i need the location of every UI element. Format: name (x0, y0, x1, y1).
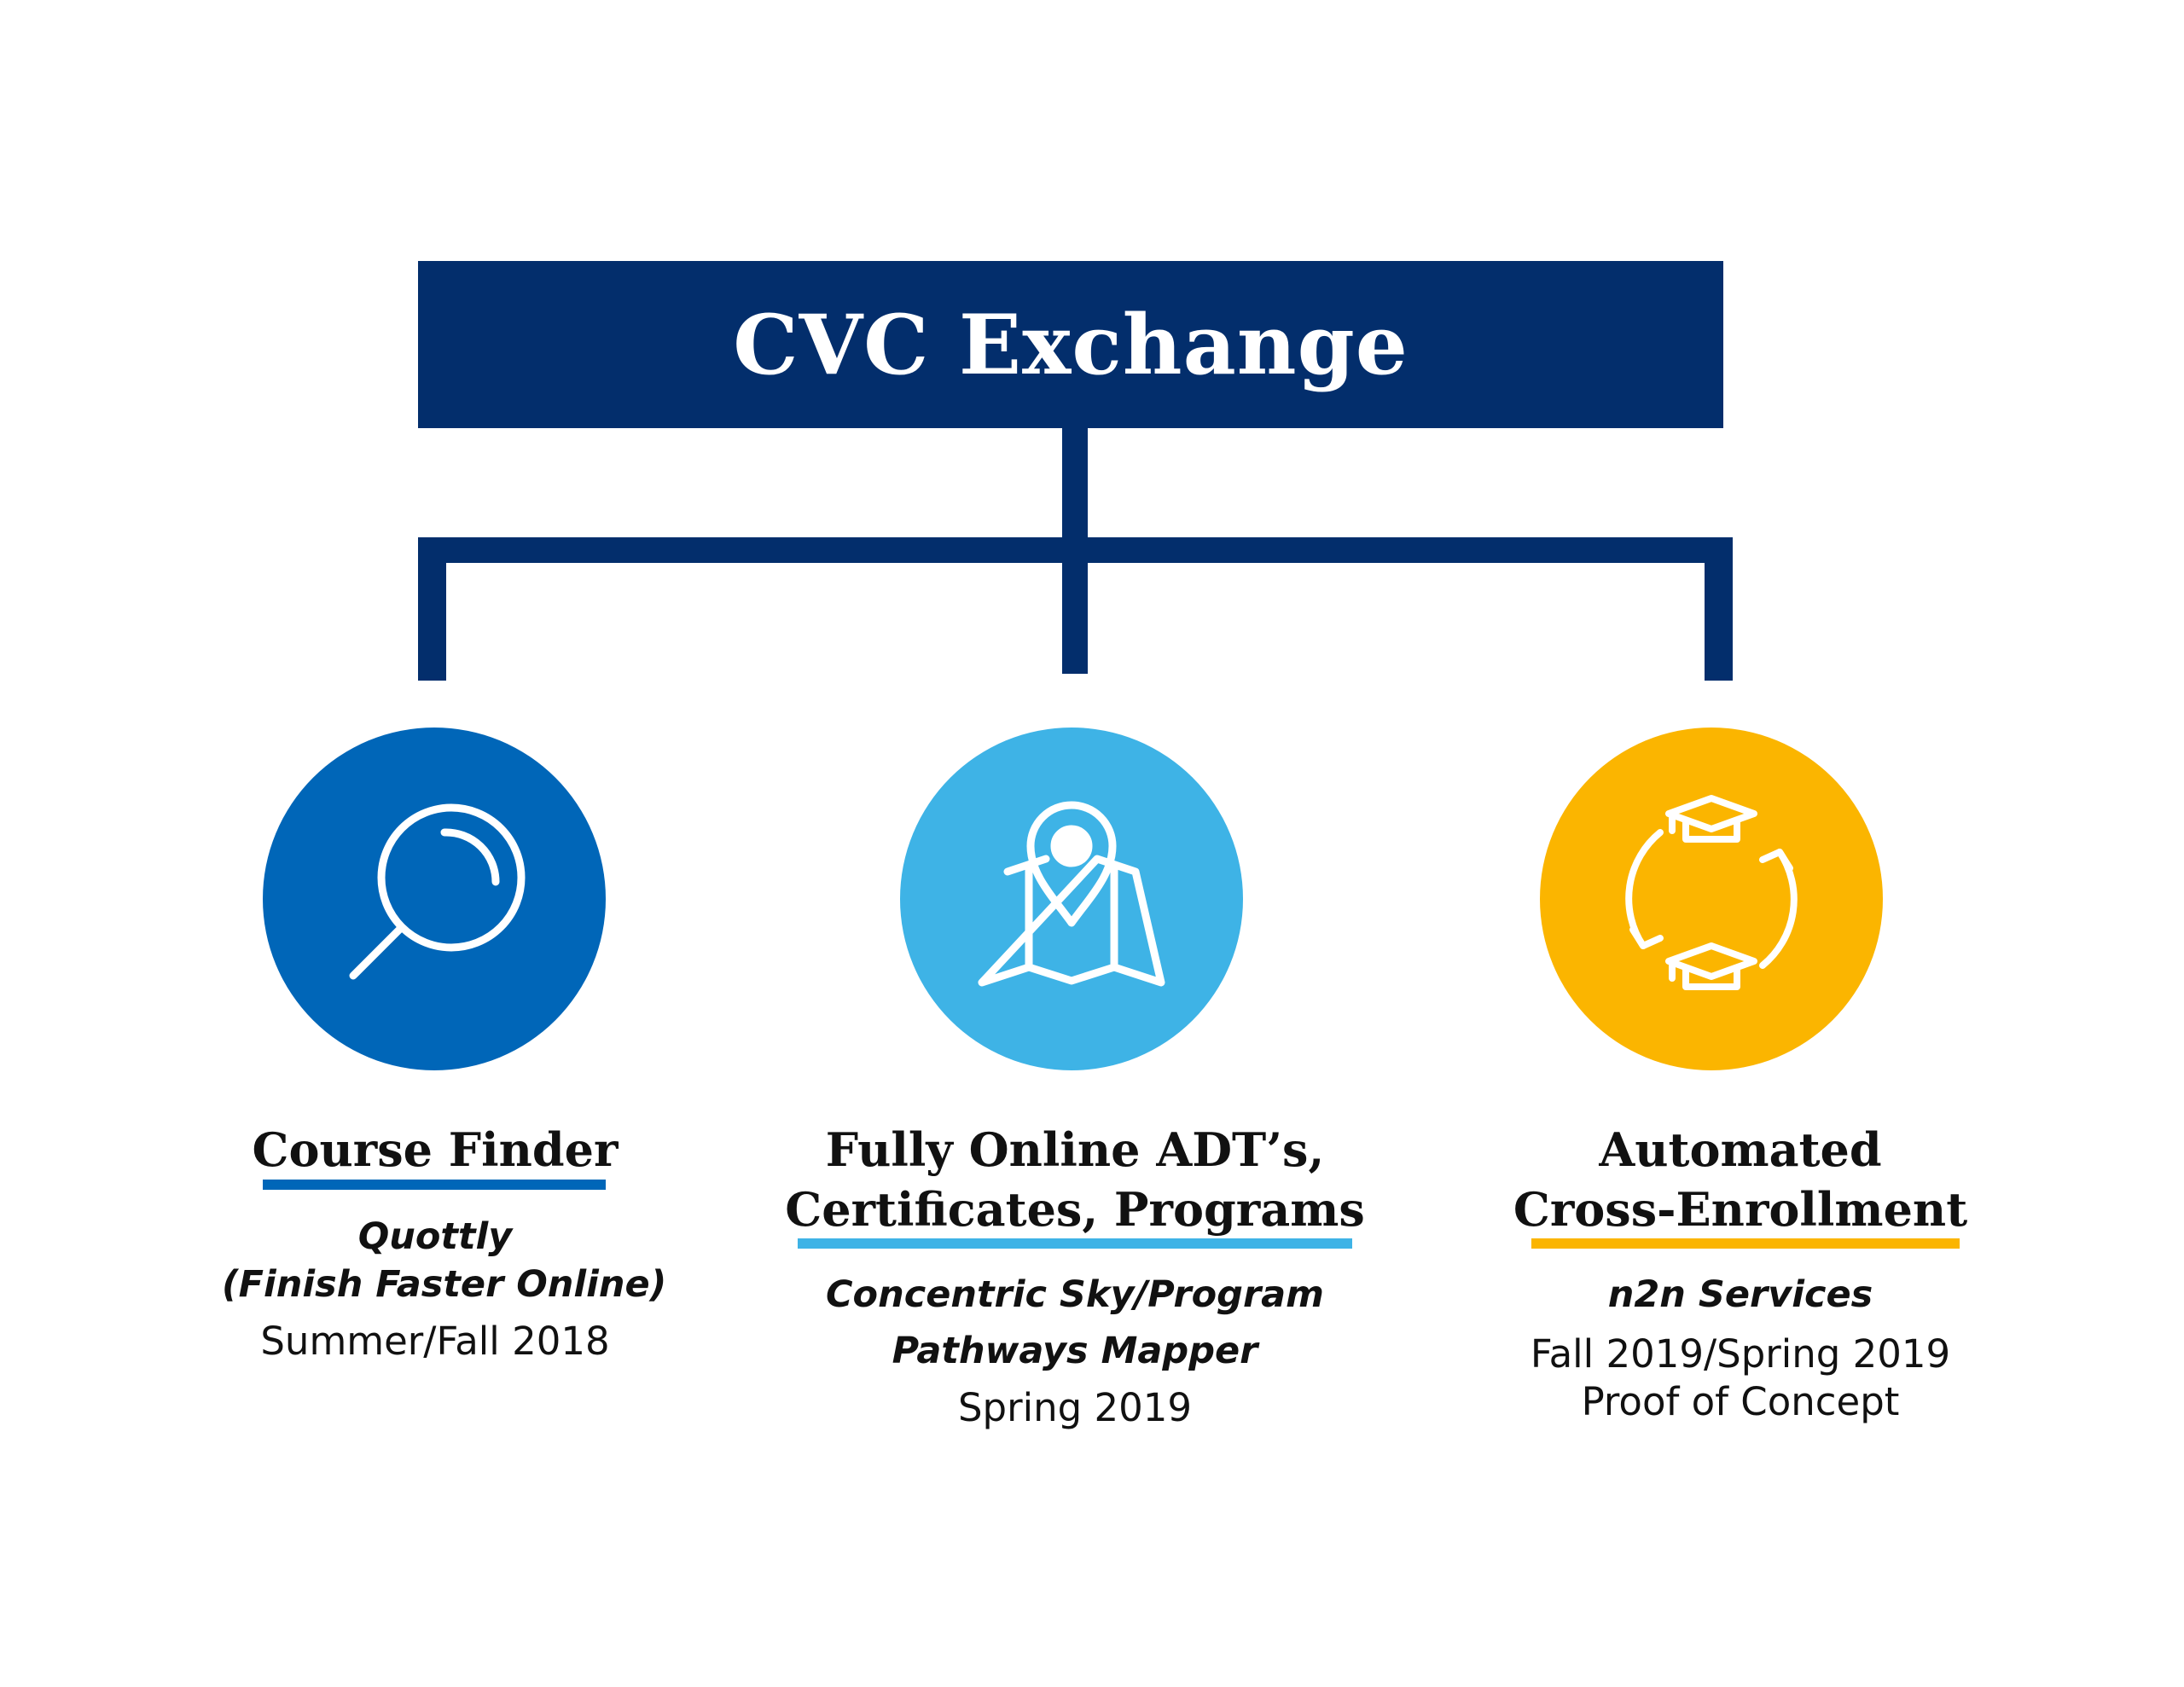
online-programs-provider: Concentric Sky/Program Pathways Mapper (734, 1267, 1416, 1379)
online-programs-title-line: Certificates, Programs (785, 1182, 1365, 1237)
date-line: Spring 2019 (957, 1385, 1193, 1430)
course-finder-title-line: Course Finder (252, 1122, 619, 1177)
online-programs-underline (798, 1238, 1352, 1249)
date-line: Proof of Concept (1581, 1379, 1900, 1424)
cross-enrollment-underline (1531, 1238, 1960, 1249)
course-finder-circle (263, 728, 606, 1070)
online-programs-date: Spring 2019 (734, 1384, 1416, 1432)
provider-line: Quottly (357, 1215, 513, 1258)
online-programs-circle (900, 728, 1243, 1070)
course-finder-underline (263, 1180, 606, 1190)
connector-left (418, 537, 446, 681)
cross-enrollment-circle (1540, 728, 1883, 1070)
magnifier-icon (349, 803, 526, 980)
course-finder-date: Summer/Fall 2018 (222, 1318, 648, 1365)
cross-enrollment-provider: n2n Services (1484, 1267, 1996, 1323)
connector-trunk (1062, 428, 1088, 546)
cross-enrollment-title-line: Cross-Enrollment (1513, 1182, 1968, 1237)
provider-line: Concentric Sky/Program (826, 1273, 1324, 1316)
provider-line: (Finish Faster Online) (222, 1263, 667, 1306)
course-finder-title: Course Finder (222, 1120, 648, 1180)
date-line: Fall 2019/Spring 2019 (1530, 1331, 1951, 1377)
online-programs-title-line: Fully Online ADT’s, (825, 1122, 1325, 1177)
page-title: CVC Exchange (733, 296, 1409, 393)
provider-line: Pathways Mapper (892, 1330, 1258, 1372)
graduation-cycle-icon (1625, 795, 1798, 990)
date-line: Summer/Fall 2018 (260, 1319, 610, 1364)
cross-enrollment-title-line: Automated (1599, 1122, 1882, 1177)
course-finder-provider: Quottly (Finish Faster Online) (222, 1213, 667, 1308)
header-box: CVC Exchange (418, 261, 1723, 428)
connector-center (1062, 537, 1088, 674)
map-pin-icon (978, 801, 1165, 987)
cross-enrollment-title: Automated Cross-Enrollment (1484, 1120, 1996, 1239)
cross-enrollment-date: Fall 2019/Spring 2019 Proof of Concept (1484, 1330, 1996, 1426)
connector-right (1705, 537, 1733, 681)
online-programs-title: Fully Online ADT’s, Certificates, Progra… (734, 1120, 1416, 1239)
provider-line: n2n Services (1607, 1273, 1873, 1316)
